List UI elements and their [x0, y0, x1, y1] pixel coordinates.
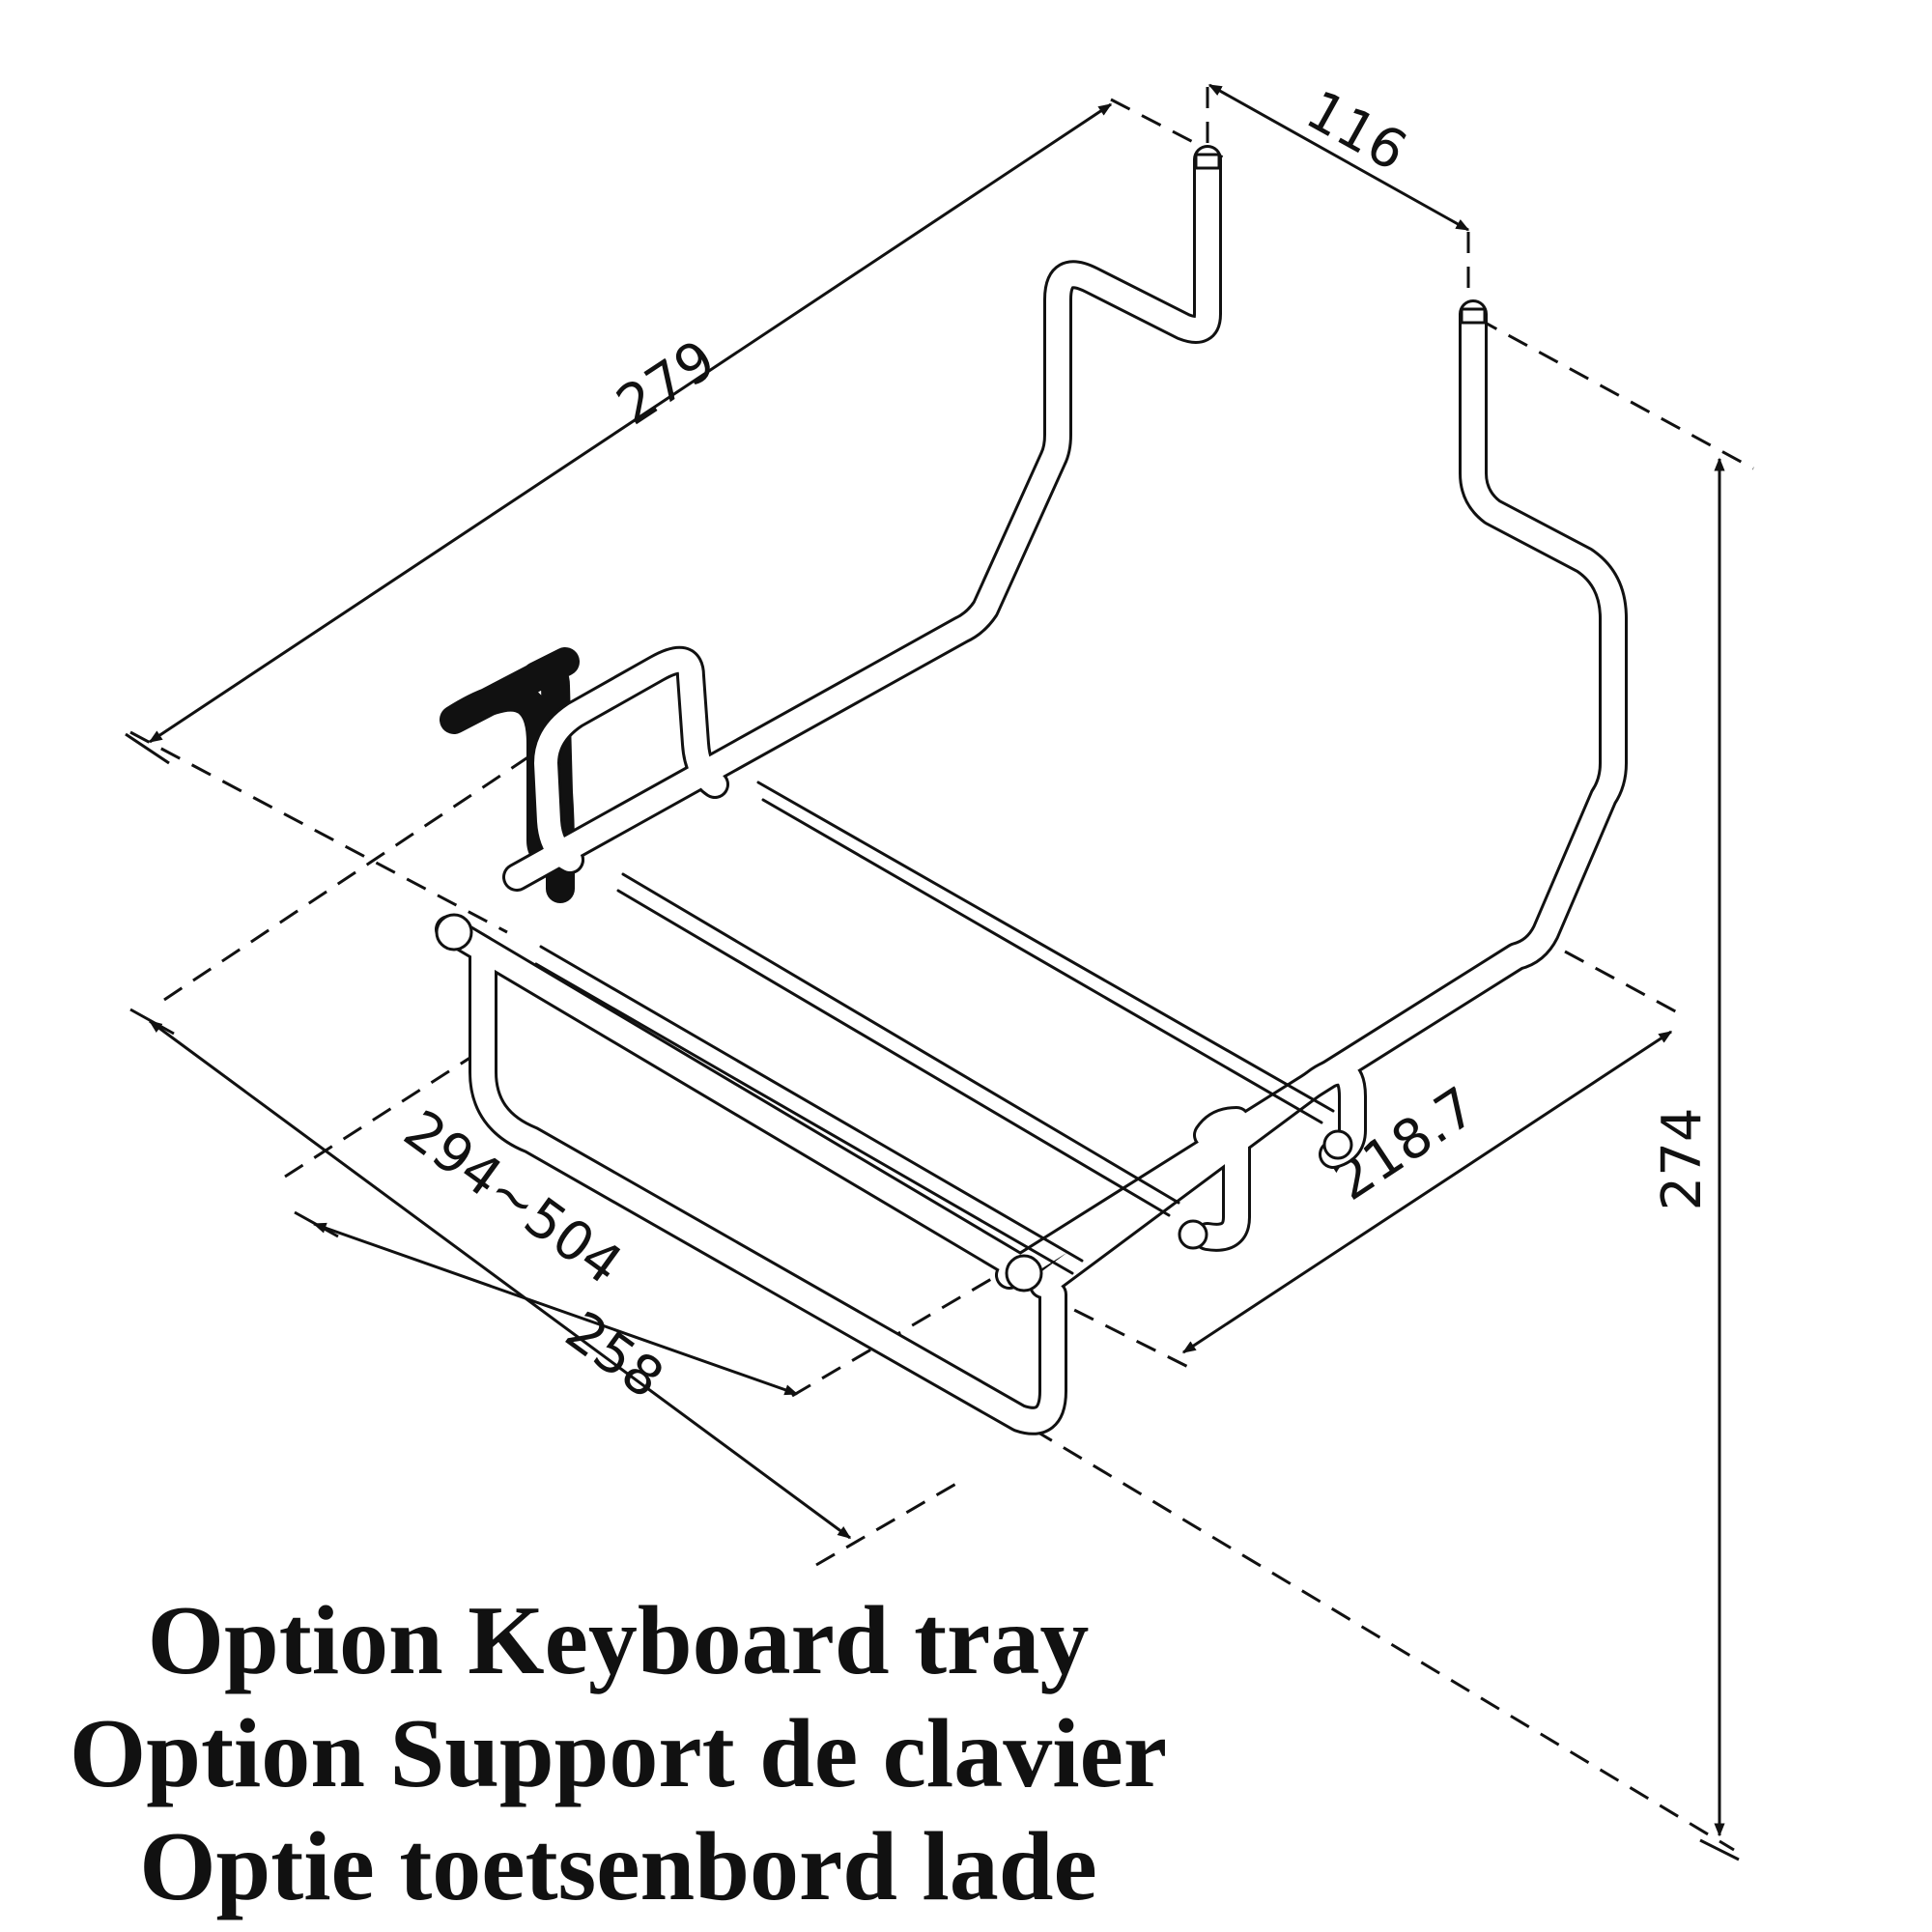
tray-slat-1	[756, 781, 1335, 1113]
left-arm-tube	[505, 148, 1219, 889]
bracket-knob-2	[1322, 1129, 1353, 1160]
caption-french: Option Support de clavier	[69, 1699, 1168, 1808]
right-bracket-2	[1196, 1109, 1248, 1249]
front-leg-tube	[471, 940, 1065, 1433]
ext-line-right-post	[1477, 317, 1754, 470]
ext-line-left-front	[129, 730, 508, 934]
tray-slat-5	[539, 945, 1084, 1263]
front-bar-tube	[438, 918, 1036, 1282]
dim-line-116	[1208, 83, 1470, 232]
tick-258-left	[294, 1210, 339, 1238]
caption-dutch: Optie toetsenbord lade	[139, 1812, 1097, 1921]
right-arm-tube	[998, 302, 1625, 1287]
left-post-cap	[1194, 153, 1221, 170]
front-bar-end-cap-left	[435, 913, 473, 952]
ext-line-left-diag	[163, 747, 542, 1002]
left-arm-tube-outline	[502, 145, 1222, 892]
bracket-knob-1	[1178, 1219, 1208, 1250]
tick-left-top	[125, 732, 170, 765]
tick-right-bottom	[1699, 1838, 1740, 1861]
dim-line-258	[312, 1222, 799, 1396]
ext-line-front-right	[1042, 1293, 1189, 1369]
tray-slat-2	[761, 798, 1323, 1124]
dim-label-274: 274	[1651, 1108, 1714, 1211]
right-post-cap	[1460, 307, 1487, 325]
tray-frame	[435, 145, 1628, 1435]
tray-slat-4	[616, 889, 1171, 1217]
tick-left-mid	[129, 1008, 175, 1036]
dim-line-279	[148, 102, 1113, 744]
ext-line-front-lower	[791, 1264, 1015, 1398]
ext-line-bottom-long	[1033, 1428, 1735, 1852]
caption-english: Option Keyboard tray	[147, 1586, 1090, 1695]
dim-label-279: 279	[606, 328, 726, 438]
front-bar-end-cap-right	[1005, 1254, 1043, 1293]
ext-line-right-lower	[1564, 950, 1682, 1016]
ext-line-front-mid	[815, 1476, 967, 1567]
tray-slat-6	[534, 962, 1074, 1275]
tray-slat-3	[621, 872, 1180, 1205]
left-handle-tube	[534, 648, 726, 871]
dim-line-218-7	[1181, 1030, 1673, 1354]
dimension-lines	[125, 83, 1740, 1861]
